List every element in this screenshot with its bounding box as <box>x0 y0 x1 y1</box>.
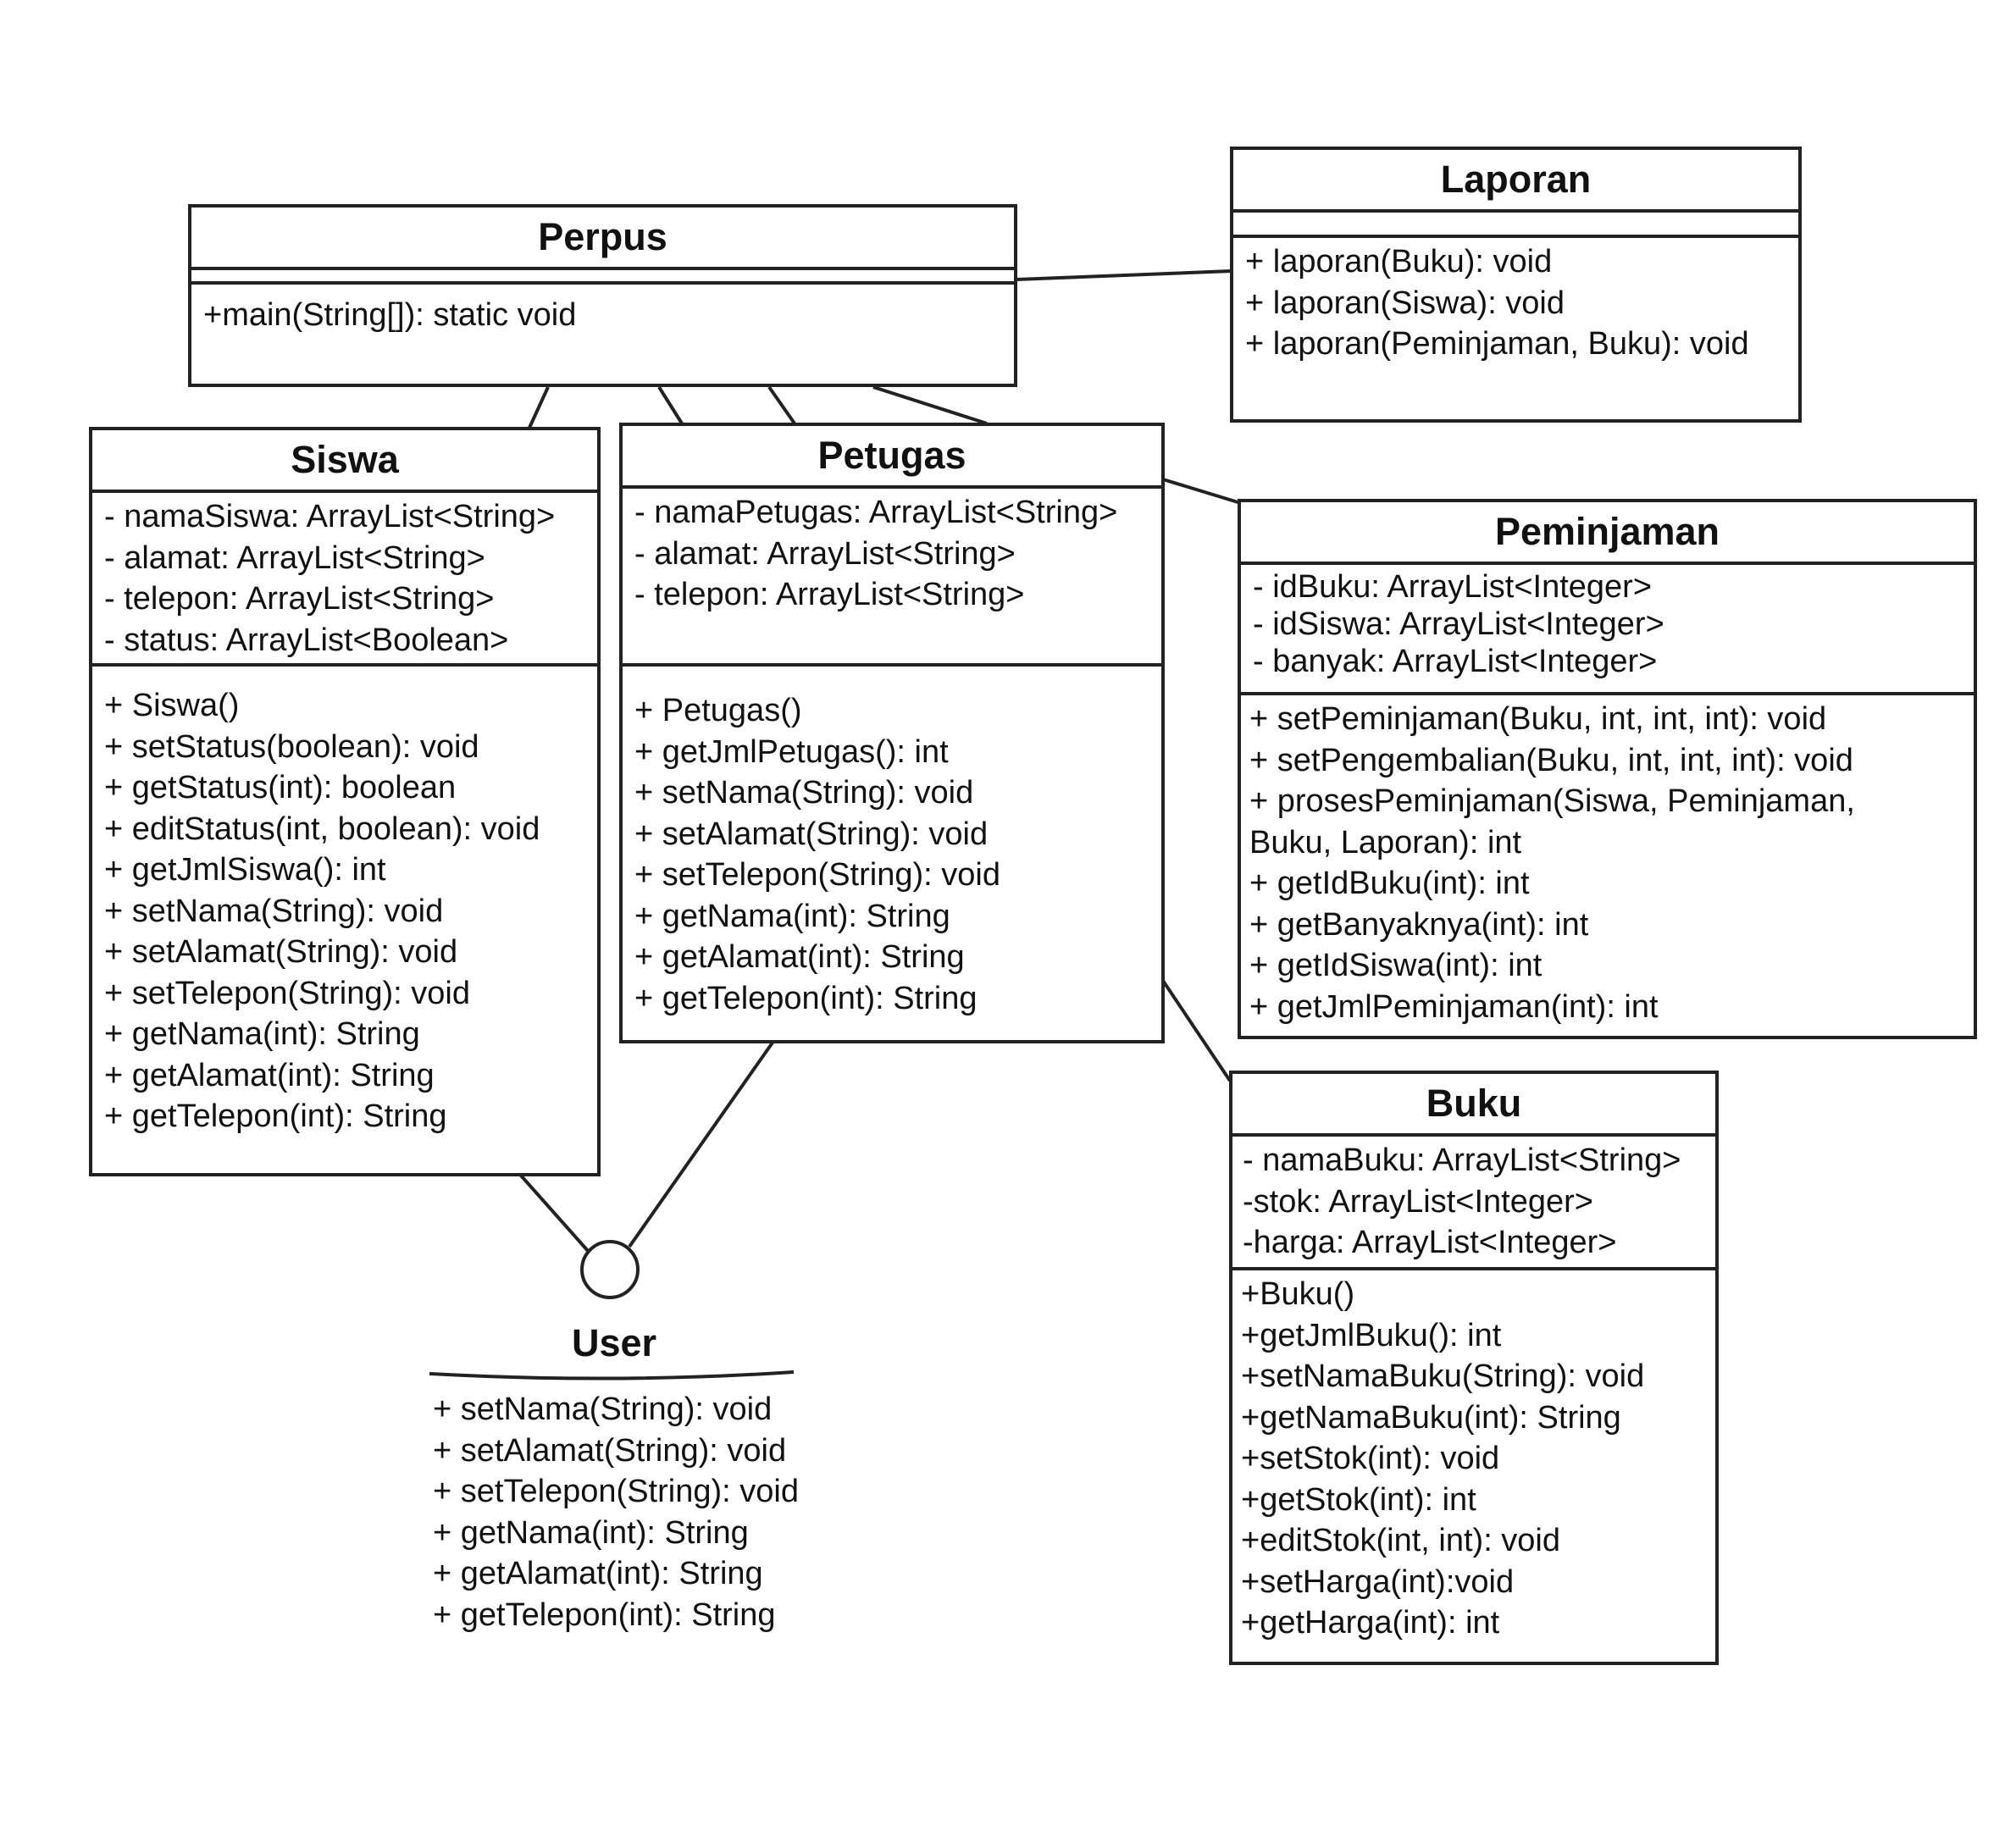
class-laporan: Laporan + laporan(Buku): void + laporan(… <box>1230 147 1802 423</box>
class-siswa: Siswa - namaSiswa: ArrayList<String> - a… <box>89 427 601 1176</box>
attribute: - namaPetugas: ArrayList<String> <box>634 495 1118 530</box>
methods-section: + setNama(String): void + setAlamat(Stri… <box>428 1389 800 1635</box>
attribute: - alamat: ArrayList<String> <box>104 540 485 576</box>
attributes-section: - namaPetugas: ArrayList<String> - alama… <box>623 489 1161 667</box>
method: + getJmlPetugas(): int <box>634 733 949 770</box>
perpus-laporan-link <box>1016 269 1232 281</box>
method: +getHarga(int): int <box>1241 1605 1500 1641</box>
user-interface-lollipop <box>580 1240 640 1299</box>
class-peminjaman: Peminjaman - idBuku: ArrayList<Integer> … <box>1238 499 1977 1039</box>
interface-title: User <box>571 1321 657 1364</box>
method: + getNama(int): String <box>433 1514 749 1551</box>
method: +getJmlBuku(): int <box>1241 1317 1502 1353</box>
method: +Buku() <box>1241 1276 1355 1312</box>
method: + getTelepon(int): String <box>634 980 978 1016</box>
interface-user: User + setNama(String): void + setAlamat… <box>428 1321 800 1635</box>
methods-section: + Siswa() + setStatus(boolean): void + g… <box>92 667 597 1141</box>
method: + setTelepon(String): void <box>433 1474 799 1509</box>
perpus-petugas-link-2 <box>767 385 796 425</box>
methods-section: + setPeminjaman(Buku, int, int, int): vo… <box>1241 695 1974 1031</box>
method: + setAlamat(String): void <box>433 1432 787 1469</box>
method: + prosesPeminjaman(Siswa, Peminjaman, <box>1249 783 1855 819</box>
attribute: - telepon: ArrayList<String> <box>104 581 495 617</box>
methods-section: +Buku() +getJmlBuku(): int +setNamaBuku(… <box>1232 1270 1715 1647</box>
method: + Petugas() <box>634 693 802 728</box>
interface-title-underline <box>429 1370 795 1381</box>
method: + setAlamat(String): void <box>634 816 989 852</box>
perpus-siswa-link <box>528 386 550 429</box>
methods-section: + Petugas() + getJmlPetugas(): int + set… <box>623 667 1161 1022</box>
class-title: Perpus <box>191 208 1014 270</box>
method: + editStatus(int, boolean): void <box>104 811 540 847</box>
class-title: Peminjaman <box>1241 502 1974 565</box>
method: + getTelepon(int): String <box>104 1098 447 1134</box>
perpus-peminjaman-link <box>872 385 988 425</box>
method: + getNama(int): String <box>634 898 950 934</box>
method: +main(String[]): static void <box>203 297 577 333</box>
method: +setNamaBuku(String): void <box>1241 1358 1645 1394</box>
class-title: Laporan <box>1233 150 1798 213</box>
method: + laporan(Buku): void <box>1245 244 1553 279</box>
attribute: - namaSiswa: ArrayList<String> <box>104 499 556 534</box>
method: +getNamaBuku(int): String <box>1241 1399 1621 1436</box>
attributes-section: - idBuku: ArrayList<Integer> - idSiswa: … <box>1241 565 1974 695</box>
class-petugas: Petugas - namaPetugas: ArrayList<String>… <box>619 423 1165 1043</box>
method: Buku, Laporan): int <box>1249 824 1522 860</box>
method: + laporan(Siswa): void <box>1245 285 1565 321</box>
class-title: Buku <box>1232 1074 1715 1137</box>
attribute: - idSiswa: ArrayList<Integer> <box>1253 606 1664 642</box>
method: + setNama(String): void <box>433 1392 773 1427</box>
method: + getJmlPeminjaman(int): int <box>1249 988 1659 1025</box>
method: + setStatus(boolean): void <box>104 728 479 765</box>
method: + getIdBuku(int): int <box>1249 866 1530 901</box>
attribute: - banyak: ArrayList<Integer> <box>1253 644 1658 679</box>
method: +editStok(int, int): void <box>1241 1523 1561 1558</box>
method: + laporan(Peminjaman, Buku): void <box>1245 326 1749 362</box>
attributes-section <box>1233 213 1798 238</box>
methods-section: + laporan(Buku): void + laporan(Siswa): … <box>1233 238 1798 368</box>
method: + getTelepon(int): String <box>433 1596 776 1633</box>
petugas-peminjaman-link <box>1162 478 1244 506</box>
method: + getAlamat(int): String <box>104 1057 435 1093</box>
class-buku: Buku - namaBuku: ArrayList<String> -stok… <box>1229 1071 1719 1665</box>
method: + getNama(int): String <box>104 1016 420 1052</box>
attributes-section: - namaBuku: ArrayList<String> -stok: Arr… <box>1232 1137 1715 1270</box>
perpus-petugas-link-1 <box>657 385 684 425</box>
method: +setStok(int): void <box>1241 1441 1500 1476</box>
attribute: - alamat: ArrayList<String> <box>634 535 1016 572</box>
methods-section: +main(String[]): static void <box>191 285 1014 340</box>
method: + getJmlSiswa(): int <box>104 852 386 888</box>
method: + setPengembalian(Buku, int, int, int): … <box>1249 742 1853 778</box>
method: +setHarga(int):void <box>1241 1563 1515 1600</box>
method: + setNama(String): void <box>104 893 444 929</box>
method: + getIdSiswa(int): int <box>1249 948 1542 983</box>
method: + getBanyaknya(int): int <box>1249 906 1589 943</box>
attribute: - idBuku: ArrayList<Integer> <box>1253 569 1653 605</box>
attribute: -harga: ArrayList<Integer> <box>1243 1225 1617 1260</box>
class-title: Petugas <box>623 426 1161 489</box>
attribute: - telepon: ArrayList<String> <box>634 577 1025 612</box>
petugas-user-link <box>628 1041 774 1248</box>
attributes-section <box>191 270 1014 285</box>
method: + setTelepon(String): void <box>104 975 470 1011</box>
attribute: - status: ArrayList<Boolean> <box>104 622 509 658</box>
method: +getStok(int): int <box>1241 1481 1476 1518</box>
attribute: - namaBuku: ArrayList<String> <box>1243 1143 1681 1178</box>
attribute: -stok: ArrayList<Integer> <box>1243 1183 1593 1220</box>
method: + setNama(String): void <box>634 775 974 811</box>
siswa-user-link <box>519 1174 590 1253</box>
class-title: Siswa <box>92 430 597 493</box>
method: + getStatus(int): boolean <box>104 770 457 805</box>
method: + setAlamat(String): void <box>104 934 458 970</box>
attributes-section: - namaSiswa: ArrayList<String> - alamat:… <box>92 493 597 667</box>
class-perpus: Perpus +main(String[]): static void <box>188 204 1017 387</box>
method: + getAlamat(int): String <box>634 939 965 975</box>
method: + getAlamat(int): String <box>433 1556 763 1591</box>
method: + setTelepon(String): void <box>634 857 1000 893</box>
petugas-buku-link <box>1161 979 1232 1082</box>
method: + setPeminjaman(Buku, int, int, int): vo… <box>1249 701 1827 737</box>
method: + Siswa() <box>104 688 240 723</box>
